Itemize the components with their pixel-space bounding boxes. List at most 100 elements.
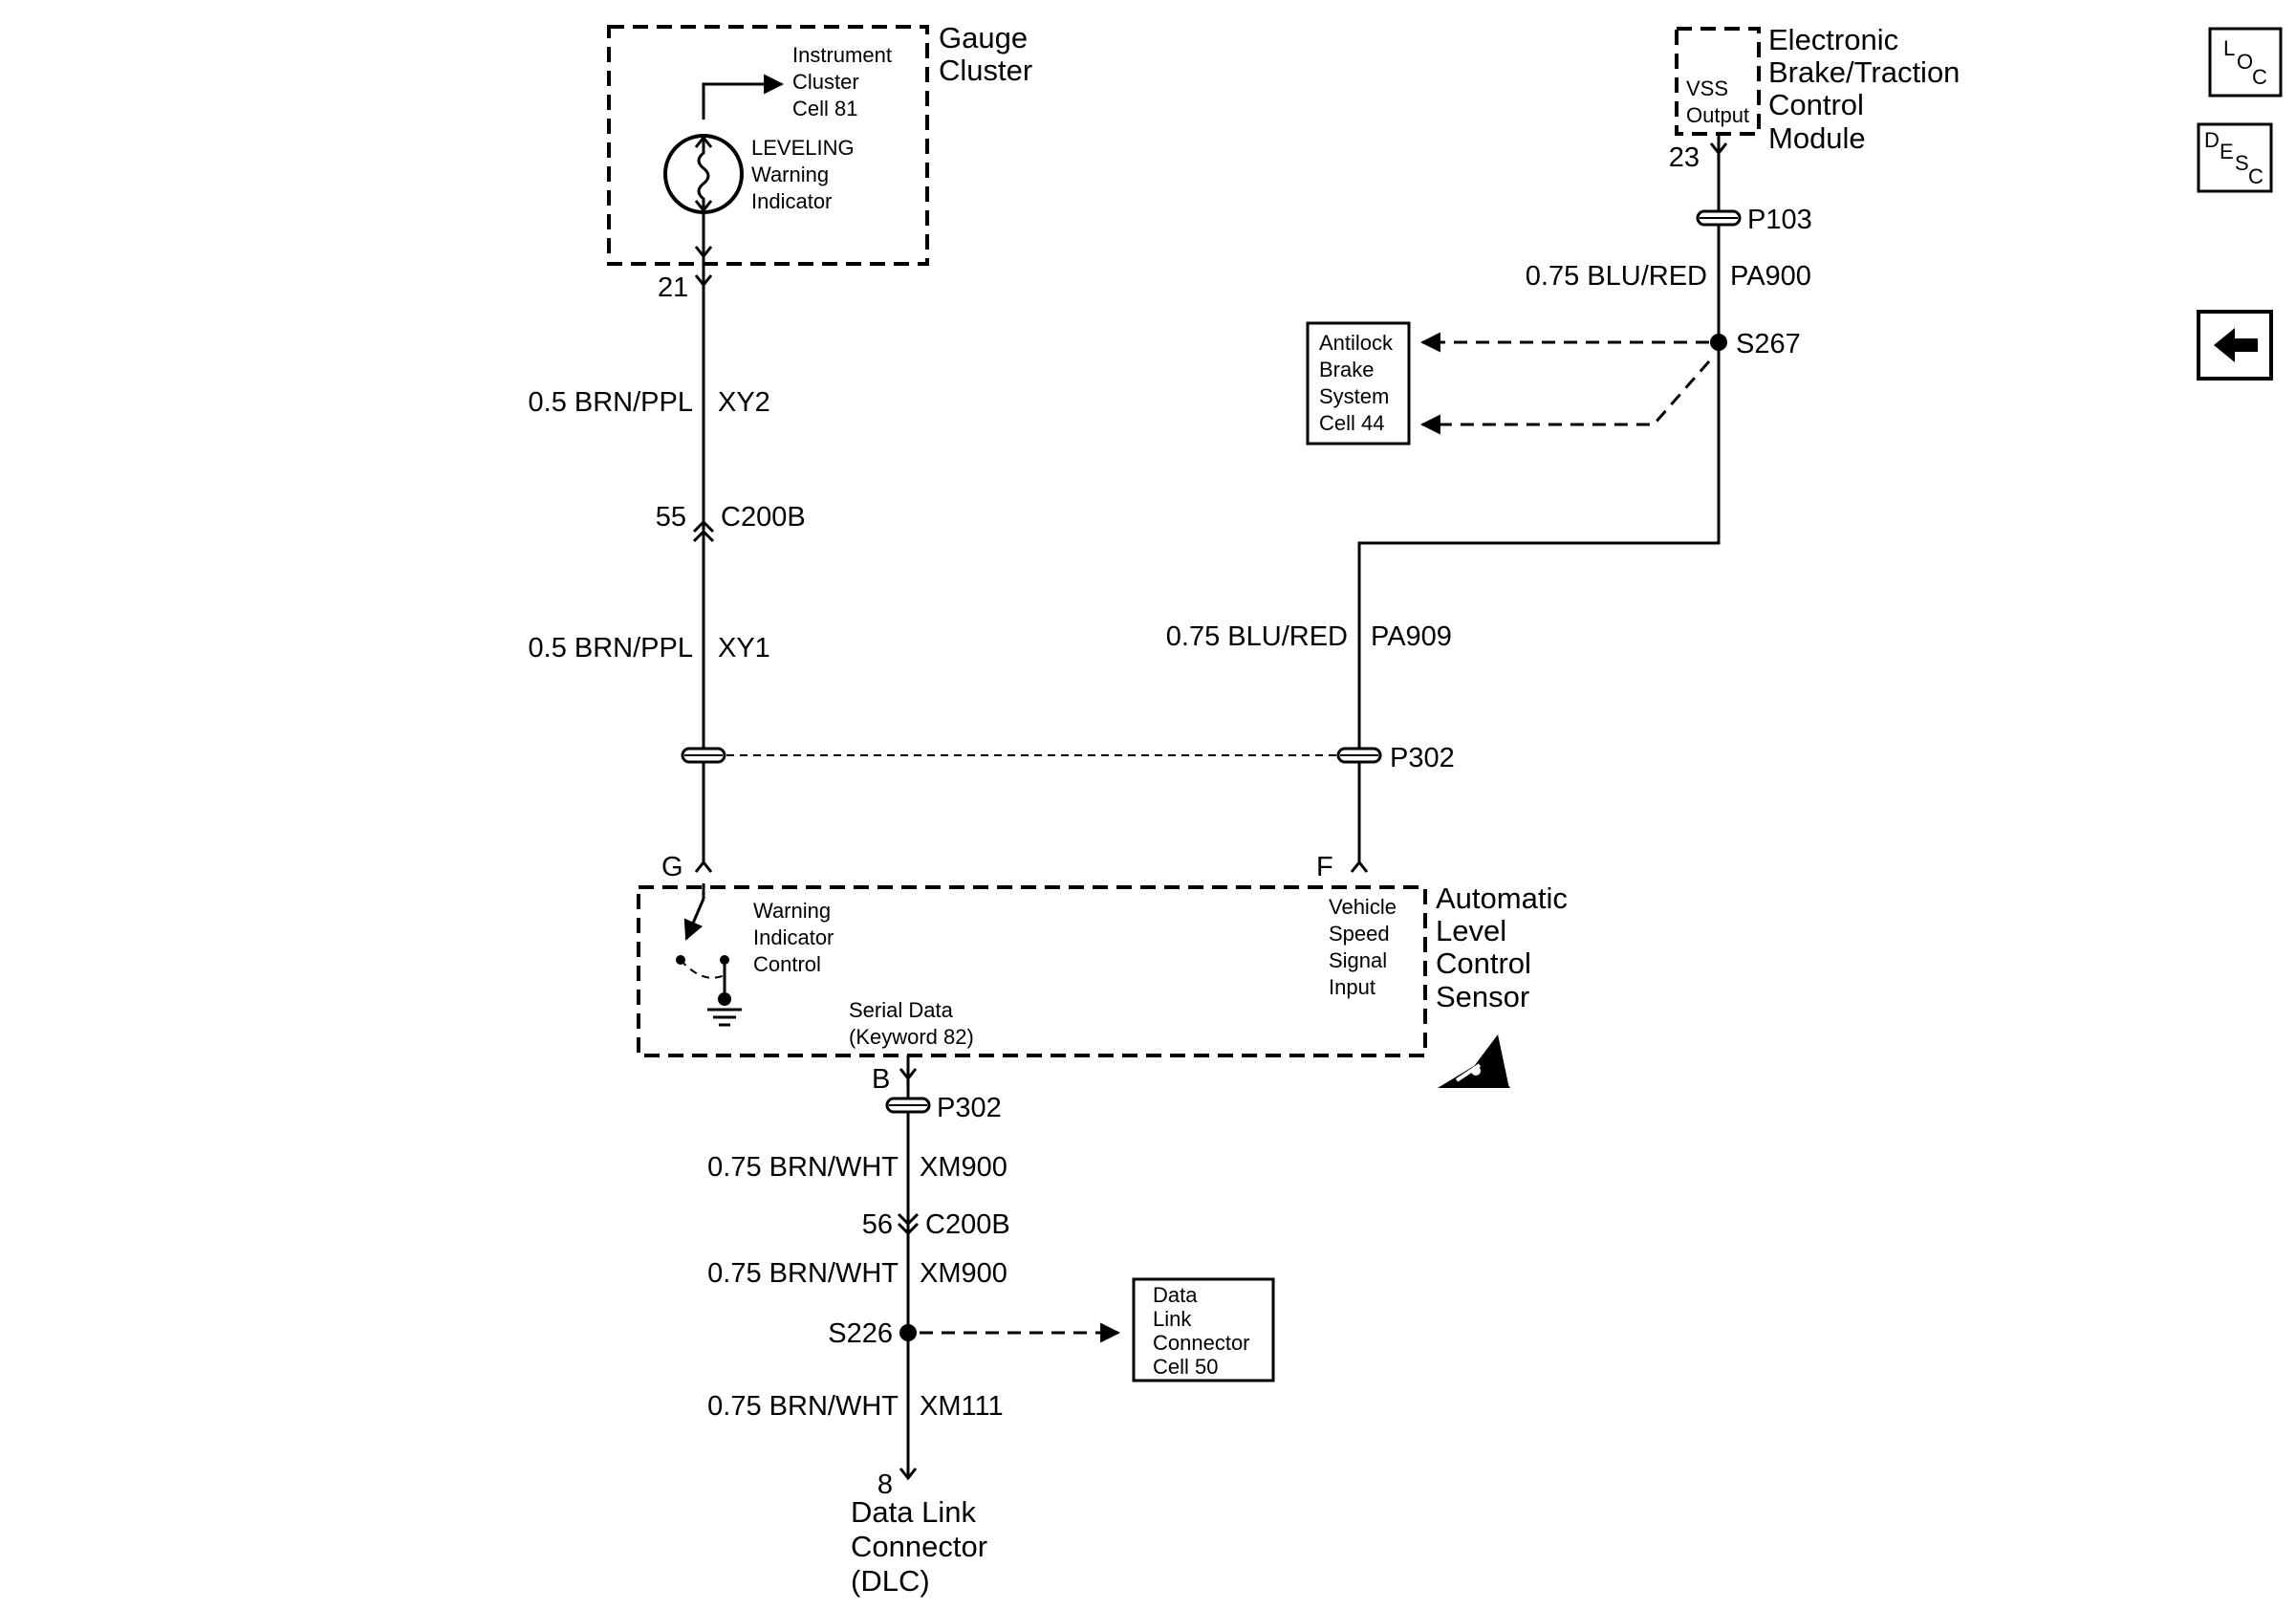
connector-c200b-bottom-label: C200B: [925, 1209, 1010, 1240]
pin-23-label: 23: [1669, 142, 1700, 173]
wire-xy2-circuit: XY2: [718, 387, 770, 418]
dlc-label-2: Connector: [851, 1530, 987, 1563]
loc-letter-2: O: [2237, 50, 2253, 74]
instrument-cluster-ref-3: Cell 81: [792, 97, 857, 120]
abs-ref-3: System: [1319, 384, 1389, 408]
alc-label-4: Sensor: [1436, 980, 1529, 1013]
connector-p103-label: P103: [1747, 205, 1812, 235]
abs-ref-4: Cell 44: [1319, 411, 1384, 435]
esd-warning-icon: [1438, 1034, 1510, 1088]
connector-c200b-top-label: C200B: [721, 502, 806, 533]
desc-letter-4: C: [2248, 164, 2264, 188]
abs-ref-arrow-2: [1419, 360, 1711, 435]
serial-data-label-2: (Keyword 82): [849, 1025, 974, 1049]
loc-letter-3: C: [2252, 65, 2267, 89]
dlc-ref-3: Connector: [1153, 1331, 1250, 1355]
leveling-indicator-label-2: Warning: [751, 163, 829, 186]
loc-letter-1: L: [2223, 36, 2235, 60]
connector-c200b-top: [692, 519, 715, 543]
instrument-cluster-ref-2: Cluster: [792, 70, 859, 94]
dlc-label-1: Data Link: [851, 1495, 976, 1529]
vss-output-label-1: VSS: [1686, 76, 1728, 100]
wire-xm111-gauge: 0.75 BRN/WHT: [707, 1391, 899, 1422]
splice-s226: [899, 1324, 917, 1341]
wire-pa900-gauge: 0.75 BLU/RED: [1526, 261, 1707, 292]
wire-pa909-circuit: PA909: [1371, 621, 1452, 652]
desc-letter-2: E: [2220, 140, 2234, 163]
ebtcm-label-3: Control: [1768, 88, 1864, 121]
wire-xy1-gauge: 0.5 BRN/PPL: [529, 633, 693, 664]
grommet-p302-left: [681, 747, 726, 764]
alc-sensor-module: Automatic Level Control Sensor Warning I…: [637, 859, 1568, 1088]
dlc-cell-50-ref[interactable]: Data Link Connector Cell 50: [1132, 1277, 1275, 1382]
pin-f-label: F: [1316, 852, 1333, 882]
connector-p302-bottom-label: P302: [937, 1093, 1002, 1123]
vss-input-label-3: Signal: [1329, 948, 1387, 972]
alc-label-1: Automatic: [1436, 881, 1568, 915]
vss-input-label-2: Speed: [1329, 922, 1390, 946]
leveling-lamp-icon: [663, 134, 744, 214]
warning-control-label-2: Indicator: [753, 925, 834, 949]
dlc-label-3: (DLC): [851, 1564, 930, 1598]
warning-control-label-1: Warning: [753, 899, 831, 923]
wire-xm900-b-gauge: 0.75 BRN/WHT: [707, 1258, 899, 1289]
leveling-indicator-label-1: LEVELING: [751, 136, 855, 160]
gauge-cluster-label-2: Cluster: [939, 54, 1032, 87]
dlc-ref-4: Cell 50: [1153, 1355, 1218, 1379]
ebtcm-label-1: Electronic: [1768, 23, 1898, 56]
abs-ref-2: Brake: [1319, 358, 1374, 381]
alc-label-3: Control: [1436, 946, 1531, 980]
wire-xm900-a-circuit: XM900: [920, 1152, 1007, 1183]
wire-pa909-gauge: 0.75 BLU/RED: [1166, 621, 1348, 652]
gauge-cluster-module: Gauge Cluster Instrument Cluster Cell 81…: [607, 21, 1032, 266]
wire-xm111-circuit: XM111: [920, 1391, 1004, 1422]
abs-cell-44-ref[interactable]: Antilock Brake System Cell 44: [1306, 321, 1411, 446]
vss-input-label-1: Vehicle: [1329, 895, 1397, 919]
pin-marker: [694, 246, 713, 259]
serial-data-label-1: Serial Data: [849, 998, 954, 1022]
wire-xm900-b-circuit: XM900: [920, 1258, 1007, 1289]
splice-s226-label: S226: [828, 1318, 893, 1349]
connector-c200b-bottom: [897, 1212, 920, 1236]
grommet-p302-right: [1336, 747, 1382, 764]
left-arrow-icon: [2214, 328, 2258, 362]
grommet-p302-bottom: [885, 1097, 931, 1114]
desc-letter-1: D: [2204, 128, 2220, 152]
back-button[interactable]: [2197, 310, 2273, 381]
dlc-module: Data Link Connector (DLC): [851, 1495, 987, 1598]
warning-control-label-3: Control: [753, 952, 821, 976]
pin-g-label: G: [661, 852, 683, 882]
desc-letter-3: S: [2235, 151, 2249, 175]
loc-button[interactable]: L O C: [2208, 27, 2283, 98]
ebtcm-label-4: Module: [1768, 121, 1866, 155]
splice-s267: [1710, 334, 1727, 351]
gauge-cluster-label-1: Gauge: [939, 21, 1028, 54]
pin-21-label: 21: [658, 272, 688, 303]
ebtcm-label-2: Brake/Traction: [1768, 55, 1960, 89]
instrument-cluster-ref-1: Instrument: [792, 43, 892, 67]
instrument-cluster-arrow: [702, 74, 785, 120]
desc-button[interactable]: D E S C: [2197, 122, 2273, 193]
dlc-ref-1: Data: [1153, 1283, 1198, 1307]
switch-arm: [683, 898, 705, 941]
pin-8-marker: [899, 1468, 918, 1481]
pin-56-label: 56: [862, 1209, 893, 1240]
connector-p302-top-label: P302: [1390, 743, 1455, 773]
dlc-ref-2: Link: [1153, 1307, 1192, 1331]
grommet-p103: [1696, 209, 1742, 227]
wire-xm900-a-gauge: 0.75 BRN/WHT: [707, 1152, 899, 1183]
wire-pa900-circuit: PA900: [1730, 261, 1811, 292]
ground-icon: [707, 992, 742, 1027]
splice-s267-label: S267: [1736, 329, 1801, 359]
abs-ref-1: Antilock: [1319, 331, 1394, 355]
leveling-indicator-label-3: Indicator: [751, 189, 832, 213]
alc-label-2: Level: [1436, 914, 1506, 947]
pin-b-label: B: [872, 1064, 890, 1095]
wire-xy1-circuit: XY1: [718, 633, 770, 664]
vss-output-label-2: Output: [1686, 103, 1749, 127]
vss-input-label-4: Input: [1329, 975, 1375, 999]
pin-8-label: 8: [877, 1469, 893, 1500]
pin-55-label: 55: [656, 502, 686, 533]
wire-xy2-gauge: 0.5 BRN/PPL: [529, 387, 693, 418]
